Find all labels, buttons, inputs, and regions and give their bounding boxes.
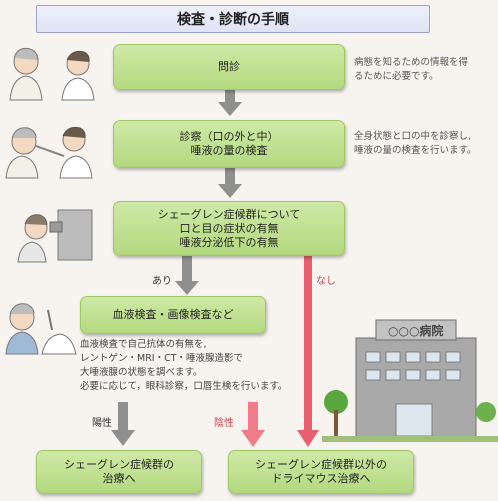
arrow-interview-to-exam: [218, 90, 242, 116]
test-detail-line: 必要に応じて，眼科診察，口唇生検を行います。: [80, 381, 288, 392]
test-detail-line: 大唾液腺の状態を調べます。: [80, 367, 203, 378]
note-exam-line1: 全身状態と口の中を診察し,: [354, 131, 472, 142]
step-sjogren-line1: シェーグレン症候群について: [157, 207, 301, 221]
page-title: 検査・診断の手順: [36, 5, 430, 33]
doctor-patient-interview-illustration: [9, 47, 95, 101]
note-interview: 病態を知るための情報を得 るために必要です。: [354, 56, 496, 84]
test-detail-line: レントゲン・MRI・CT・唾液腺造影で: [80, 353, 244, 364]
label-no: なし: [316, 276, 336, 287]
mouth-exam-illustration: [5, 126, 93, 179]
sjogren-treatment-line2: 治療へ: [102, 472, 136, 485]
step-sjogren-treatment: シェーグレン症候群の 治療へ: [36, 450, 202, 494]
arrow-no: [297, 256, 319, 447]
step-tests-label: 血液検査・画像検査など: [112, 308, 234, 321]
note-interview-line1: 病態を知るための情報を得: [354, 57, 469, 68]
step-exam: 診察（口の外と中） 唾液の量の検査: [113, 120, 345, 168]
step-interview: 問診: [113, 44, 345, 90]
step-sjogren-line3: 唾液分泌低下の有無: [179, 235, 279, 249]
step-sjogren-line2: 口と目の症状の有無: [179, 221, 279, 235]
note-interview-line2: るために必要です。: [354, 71, 439, 82]
arrow-negative: [241, 402, 265, 447]
test-details: 血液検査で自己抗体の有無を, レントゲン・MRI・CT・唾液腺造影で 大唾液腺の…: [80, 338, 310, 394]
step-sjogren-check: シェーグレン症候群について 口と目の症状の有無 唾液分泌低下の有無: [113, 201, 345, 256]
hospital-illustration: [322, 319, 498, 442]
step-exam-line2: 唾液の量の検査: [190, 144, 268, 157]
label-yes: あり: [152, 276, 172, 287]
note-exam: 全身状態と口の中を診察し, 唾液の量の検査を行います。: [354, 130, 496, 158]
note-exam-line2: 唾液の量の検査を行います。: [354, 145, 477, 156]
blood-test-illustration: [5, 303, 77, 355]
eye-exam-illustration: [17, 209, 93, 263]
label-positive: 陽性: [92, 418, 112, 429]
hospital-sign: ○○○病院: [388, 324, 444, 338]
arrow-sjogren-to-tests: [175, 255, 199, 295]
step-exam-line1: 診察（口の外と中）: [179, 130, 279, 143]
step-tests: 血液検査・画像検査など: [80, 296, 266, 334]
label-negative: 陰性: [214, 418, 234, 429]
dry-treatment-line2: ドライマウス治療へ: [271, 472, 371, 485]
test-detail-line: 血液検査で自己抗体の有無を,: [80, 339, 207, 350]
dry-treatment-line1: シェーグレン症候群以外の: [255, 458, 387, 471]
sjogren-treatment-line1: シェーグレン症候群の: [64, 458, 174, 471]
arrow-exam-to-sjogren: [218, 168, 242, 198]
step-interview-label: 問診: [218, 60, 240, 73]
step-dry-mouth-treatment: シェーグレン症候群以外の ドライマウス治療へ: [228, 450, 414, 494]
arrow-positive: [111, 402, 135, 446]
